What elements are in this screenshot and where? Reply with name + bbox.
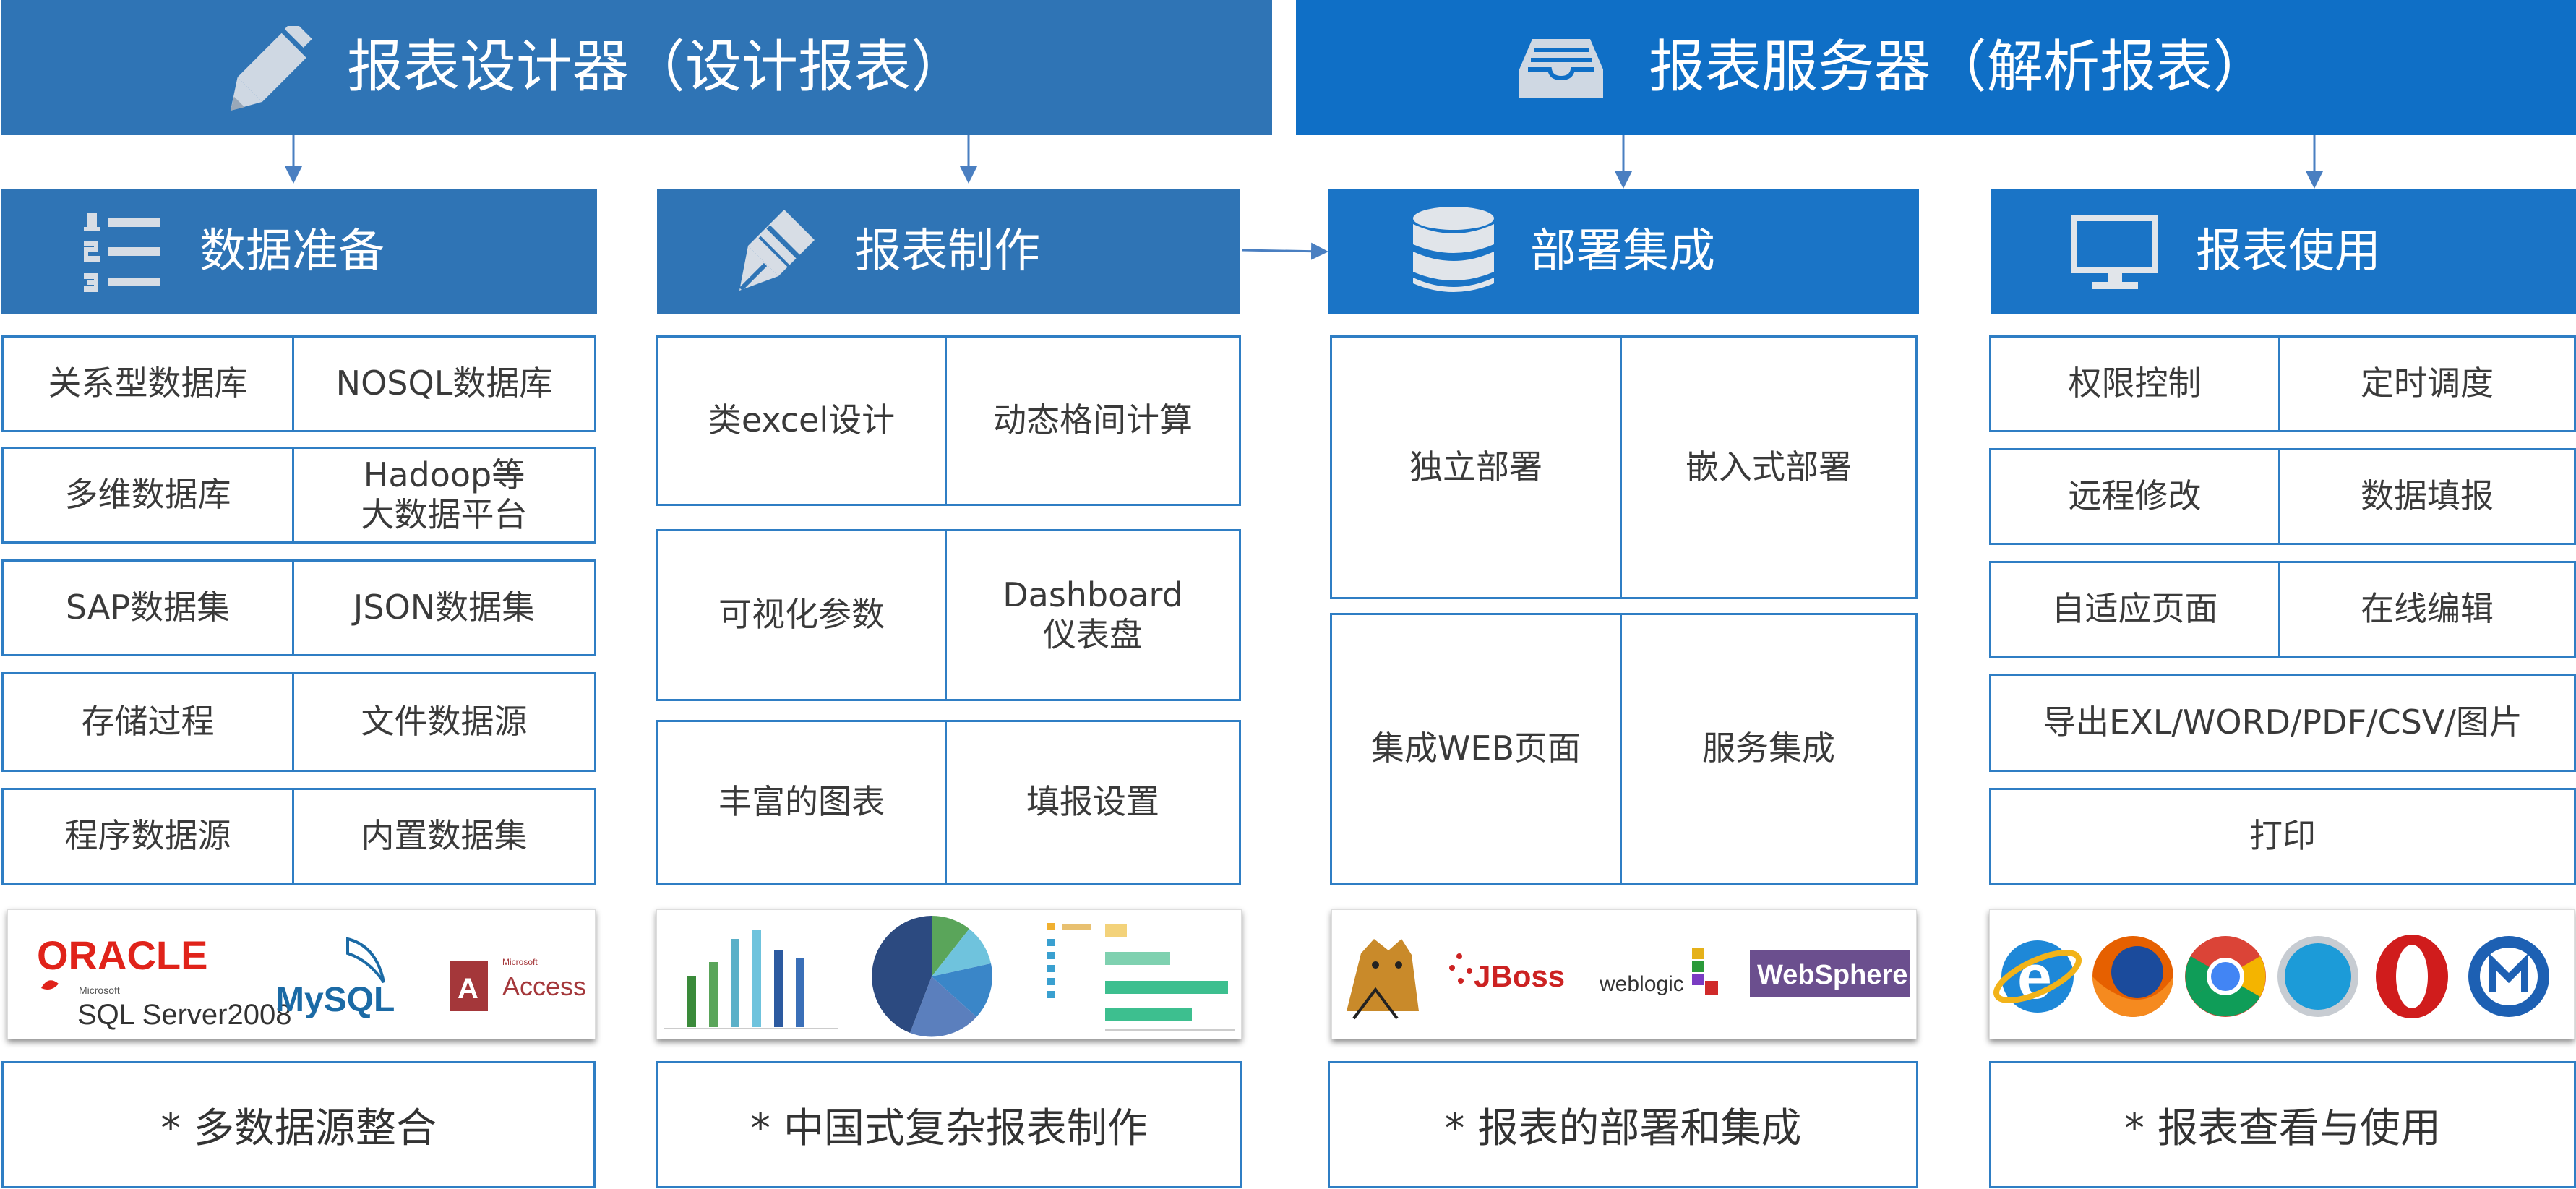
cell-relational-db: 关系型数据库 — [1, 335, 294, 432]
cell-hadoop: Hadoop等 大数据平台 — [294, 447, 596, 544]
svg-text:A: A — [458, 973, 478, 1005]
header-data-prep-title: 数据准备 — [199, 225, 385, 278]
access-logo: Access — [502, 971, 586, 1001]
cell-dynamic-calc: 动态格间计算 — [947, 335, 1241, 506]
cell-scheduled-tasks: 定时调度 — [2280, 335, 2576, 432]
header-data-prep: 数据准备 — [1, 189, 597, 314]
sqlserver-microsoft-label: Microsoft — [79, 984, 120, 996]
chart-thumbnails — [656, 909, 1242, 1039]
monitor-icon — [2071, 215, 2158, 289]
cell-builtin-dataset: 内置数据集 — [294, 788, 596, 885]
hbar-chart-thumbnail — [1047, 923, 1235, 1031]
cell-rich-charts: 丰富的图表 — [656, 720, 947, 885]
cell-fill-settings: 填报设置 — [947, 720, 1241, 885]
opera-icon — [2376, 935, 2448, 1018]
cell-json-dataset: JSON数据集 — [294, 559, 596, 656]
cell-dashboard: Dashboard 仪表盘 — [947, 529, 1241, 701]
cell-print: 打印 — [1989, 788, 2576, 885]
maxthon-icon — [2468, 936, 2549, 1017]
websphere-logo: WebSphere. — [1750, 950, 1915, 997]
svg-text:WebSphere.: WebSphere. — [1757, 960, 1915, 990]
pencil-icon — [230, 26, 312, 111]
note-usage: * 报表查看与使用 — [1989, 1061, 2576, 1188]
cell-file-datasource: 文件数据源 — [294, 672, 596, 772]
bar-chart-thumbnail — [664, 930, 838, 1029]
note-report-make: * 中国式复杂报表制作 — [656, 1061, 1242, 1188]
jboss-logo: JBoss — [1449, 953, 1565, 993]
mysql-logo: MySQL — [275, 981, 395, 1019]
cell-adaptive-page: 自适应页面 — [1989, 561, 2280, 658]
cell-visual-params: 可视化参数 — [656, 529, 947, 701]
cell-embedded-deploy: 嵌入式部署 — [1622, 335, 1918, 599]
pie-chart-thumbnail — [872, 916, 992, 1037]
header-usage: 报表使用 — [1991, 189, 2576, 314]
chrome-icon — [2185, 936, 2266, 1017]
pen-nib-icon — [739, 210, 815, 291]
inbox-tray-icon — [1519, 39, 1603, 98]
cell-data-fill: 数据填报 — [2280, 448, 2576, 545]
arrow-make-to-deploy — [1241, 242, 1328, 260]
cell-export-formats: 导出EXL/WORD/PDF/CSV/图片 — [1989, 674, 2576, 772]
cell-permission-control: 权限控制 — [1989, 335, 2280, 432]
cell-remote-edit: 远程修改 — [1989, 448, 2280, 545]
sqlserver-logo: SQL Server2008 — [77, 999, 291, 1031]
database-logos: ORACLE Microsoft SQL Server2008 MySQL A … — [7, 909, 596, 1039]
cell-web-integration: 集成WEB页面 — [1330, 613, 1622, 885]
database-icon — [1413, 207, 1494, 292]
svg-text:weblogic: weblogic — [1599, 972, 1684, 996]
header-deploy-title: 部署集成 — [1530, 225, 1715, 278]
browser-logos: e — [1989, 909, 2575, 1039]
server-banner-title: 报表服务器（解析报表） — [1649, 35, 2270, 100]
cell-sap-dataset: SAP数据集 — [1, 559, 294, 656]
note-deploy: * 报表的部署和集成 — [1328, 1061, 1918, 1188]
cell-excel-design: 类excel设计 — [656, 335, 947, 506]
header-deploy: 部署集成 — [1328, 189, 1919, 314]
server-logos: JBoss weblogic WebSphere. — [1331, 909, 1917, 1039]
cell-online-edit: 在线编辑 — [2280, 561, 2576, 658]
svg-text:JBoss: JBoss — [1474, 959, 1565, 993]
cell-program-datasource: 程序数据源 — [1, 788, 294, 885]
tomcat-logo — [1347, 939, 1419, 1020]
safari-icon — [2277, 936, 2358, 1017]
numbered-list-icon — [84, 213, 160, 292]
cell-standalone-deploy: 独立部署 — [1330, 335, 1622, 599]
oracle-logo: ORACLE — [37, 932, 207, 978]
weblogic-logo: weblogic — [1599, 948, 1718, 996]
cell-service-integration: 服务集成 — [1622, 613, 1918, 885]
cell-multidim-db: 多维数据库 — [1, 447, 294, 544]
access-microsoft-label: Microsoft — [502, 957, 538, 967]
note-data-prep: * 多数据源整合 — [1, 1061, 596, 1188]
designer-banner: 报表设计器（设计报表） — [1, 0, 1272, 135]
header-report-make-title: 报表制作 — [855, 225, 1040, 278]
server-banner: 报表服务器（解析报表） — [1296, 0, 2576, 135]
header-report-make: 报表制作 — [657, 189, 1240, 314]
ie-icon: e — [1993, 940, 2082, 1013]
cell-nosql-db: NOSQL数据库 — [294, 335, 596, 432]
firefox-icon — [2092, 936, 2173, 1017]
designer-banner-title: 报表设计器（设计报表） — [347, 35, 968, 100]
cell-stored-procedure: 存储过程 — [1, 672, 294, 772]
header-usage-title: 报表使用 — [2196, 225, 2381, 278]
